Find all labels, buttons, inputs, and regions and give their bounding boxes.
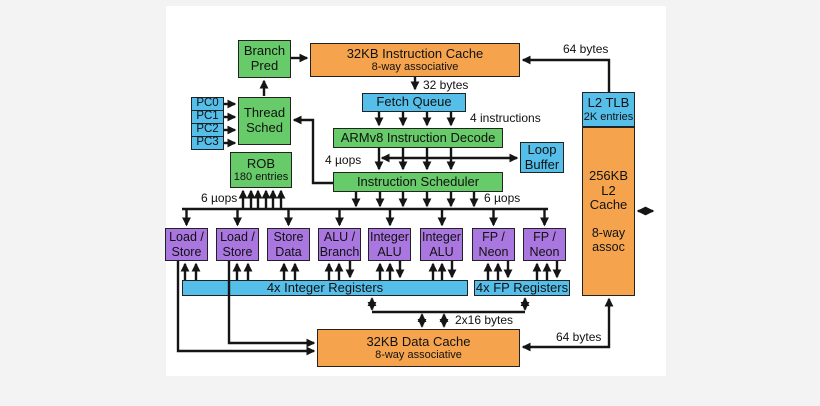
instruction-scheduler-box: Instruction Scheduler bbox=[333, 172, 503, 192]
exec-unit-label: ALU / bbox=[323, 229, 356, 244]
exec-unit-label: Data bbox=[275, 244, 302, 259]
memory-connectors bbox=[176, 55, 655, 356]
exec-unit-label: FP / bbox=[533, 229, 556, 244]
bytes-32-label: 32 bytes bbox=[423, 78, 469, 92]
instruction-decode-label: ARMv8 Instruction Decode bbox=[340, 129, 496, 145]
loop-buffer-label-1: Loop bbox=[527, 141, 557, 157]
fetch-queue-label: Fetch Queue bbox=[376, 94, 452, 110]
l2-cache-level-label: L2 bbox=[601, 182, 616, 198]
l2-tlb-title: L2 TLB bbox=[587, 95, 630, 111]
instruction-cache-box: 32KB Instruction Cache 8-way associative bbox=[310, 43, 520, 77]
exec-unit-label: Store bbox=[273, 229, 304, 244]
instruction-scheduler-label: Instruction Scheduler bbox=[356, 173, 480, 189]
pc3-label: PC3 bbox=[196, 136, 219, 149]
fp-registers-bar: 4x FP Registers bbox=[474, 280, 570, 296]
loop-buffer-label-2: Buffer bbox=[524, 156, 560, 172]
branch-predictor-label-2: Pred bbox=[250, 58, 279, 73]
rob-box: ROB 180 entries bbox=[230, 152, 292, 188]
thread-scheduler-label-2: Sched bbox=[246, 120, 283, 135]
pc3-box: PC3 bbox=[191, 136, 224, 150]
exec-unit-label: Store bbox=[222, 244, 253, 259]
rob-title: ROB bbox=[246, 155, 276, 171]
exec-unit-label: ALU bbox=[377, 244, 402, 259]
exec-unit-label: ALU bbox=[429, 244, 454, 259]
pc1-label: PC1 bbox=[196, 110, 219, 123]
fp-registers-label: 4x FP Registers bbox=[475, 279, 569, 295]
l2-cache-word-label: Cache bbox=[589, 197, 628, 213]
exec-unit-fp-neon-2: FP /Neon bbox=[523, 228, 566, 261]
data-cache-title: 32KB Data Cache bbox=[366, 333, 471, 349]
thread-scheduler-box: Thread Sched bbox=[238, 97, 291, 145]
instructions-4-label: 4 instructions bbox=[470, 111, 541, 125]
uops-4-label: 4 µops bbox=[325, 153, 362, 167]
bytes-2x16-label: 2x16 bytes bbox=[455, 313, 514, 327]
l2-cache-size-label: 256KB bbox=[588, 168, 629, 184]
uops-6-right-label: 6 µops bbox=[484, 191, 521, 205]
exec-unit-label: Store bbox=[171, 244, 202, 259]
pc0-label: PC0 bbox=[196, 97, 219, 110]
l2-cache-assoc-label-2: assoc bbox=[592, 239, 625, 254]
exec-unit-label: FP / bbox=[482, 229, 505, 244]
instruction-cache-subtitle: 8-way associative bbox=[371, 61, 459, 74]
exec-unit-label: Load / bbox=[220, 229, 255, 244]
dispatch-bus-connectors bbox=[182, 189, 549, 227]
l2-cache-assoc-label-1: 8-way bbox=[591, 225, 626, 240]
exec-unit-label: Integer bbox=[370, 229, 409, 244]
branch-predictor-box: Branch Pred bbox=[238, 40, 291, 78]
loop-buffer-box: Loop Buffer bbox=[520, 142, 564, 173]
rob-entries-label: 180 entries bbox=[233, 171, 289, 184]
bytes-64-top-label: 64 bytes bbox=[563, 42, 609, 56]
instruction-cache-title: 32KB Instruction Cache bbox=[346, 45, 484, 61]
integer-registers-bar: 4x Integer Registers bbox=[182, 280, 468, 296]
data-cache-box: 32KB Data Cache 8-way associative bbox=[317, 329, 520, 367]
exec-unit-label: Neon bbox=[478, 244, 509, 259]
exec-unit-load-store-2: Load /Store bbox=[216, 228, 259, 261]
thread-scheduler-label-1: Thread bbox=[243, 105, 286, 121]
front-end-connectors bbox=[224, 53, 519, 185]
exec-unit-label: Integer bbox=[422, 229, 461, 244]
uops-6-left-label: 6 µops bbox=[201, 191, 238, 205]
branch-predictor-label-1: Branch bbox=[243, 43, 286, 59]
pc2-label: PC2 bbox=[196, 123, 219, 136]
data-cache-subtitle: 8-way associative bbox=[375, 349, 462, 362]
exec-unit-alu-branch: ALU /Branch bbox=[318, 228, 361, 261]
exec-unit-label: Neon bbox=[529, 244, 560, 259]
integer-registers-label: 4x Integer Registers bbox=[266, 279, 384, 295]
exec-unit-load-store-1: Load /Store bbox=[165, 228, 208, 261]
instruction-decode-box: ARMv8 Instruction Decode bbox=[333, 128, 503, 148]
l2-tlb-entries-label: 2K entries bbox=[583, 110, 634, 123]
exec-unit-fp-neon-1: FP /Neon bbox=[472, 228, 515, 261]
fetch-queue-box: Fetch Queue bbox=[362, 93, 466, 112]
exec-unit-label: Branch bbox=[319, 244, 360, 259]
exec-unit-label: Load / bbox=[169, 229, 204, 244]
register-file-connectors bbox=[180, 261, 562, 280]
l2-tlb-box: L2 TLB 2K entries bbox=[582, 92, 635, 127]
l2-cache-box: 256KB L2 Cache 8-way assoc bbox=[582, 127, 635, 296]
